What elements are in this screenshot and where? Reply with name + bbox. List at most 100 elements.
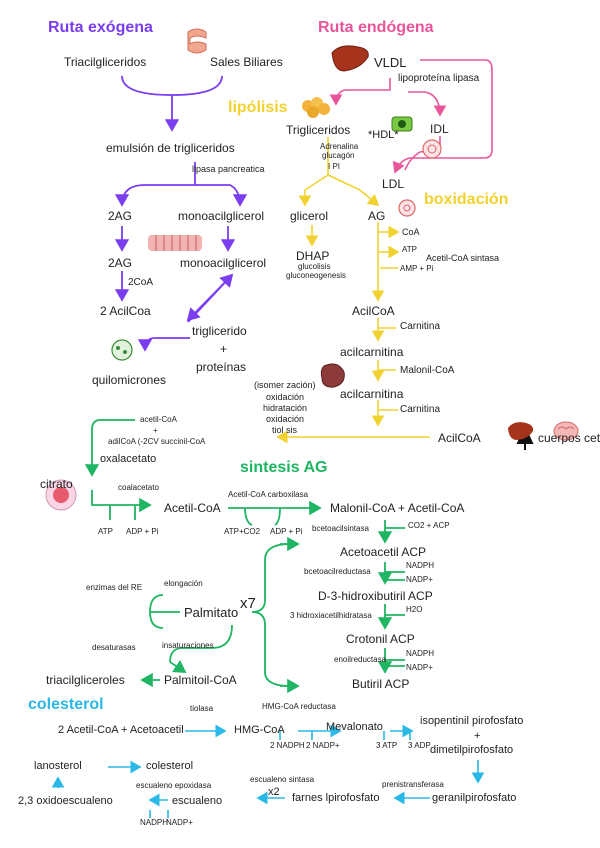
lipoprotein-icon-2 — [396, 198, 418, 223]
amp-pi-label: AMP + Pi — [400, 264, 434, 273]
trigliceridos-label: Trigliceridos — [286, 123, 351, 137]
acetil-coa-sintasa-label: Acetil-CoA sintasa — [426, 253, 500, 263]
header-ruta-endogena: Ruta endógena — [318, 19, 434, 36]
palmitato-label: Palmitato — [184, 605, 239, 620]
fat-cells-icon — [300, 96, 332, 125]
d3-hidroxibutiril-acp-label: D-3-hidroxibutiril ACP — [318, 589, 433, 603]
acilcarnitina-label-2: acilcarnitina — [340, 387, 404, 401]
acetil-coa-input-label: acetil-CoA — [140, 415, 177, 424]
header-ruta-exogena: Ruta exógena — [48, 19, 153, 36]
lipasa-pancreatica-label: lipasa pancreatica — [192, 164, 265, 174]
lanosterol-label: lanosterol — [34, 760, 82, 772]
nadph-label-3: NADPH — [140, 818, 169, 827]
nadp-label-1: NADP+ — [406, 575, 433, 584]
triglicerido-label: triglicerido — [192, 324, 247, 338]
header-colesterol: colesterol — [28, 696, 104, 713]
adrenalina-label: Adrenalina — [320, 142, 359, 151]
adp-pi-label-2: ADP + Pi — [270, 527, 303, 536]
idl-label: IDL — [430, 122, 449, 136]
sales-biliares-label: Sales Biliares — [210, 55, 283, 69]
header-sintesis-ag: sintesis AG — [240, 459, 328, 476]
vldl-label: VLDL — [374, 55, 407, 70]
liver-icon — [330, 43, 372, 80]
malonil-acetil-label: Malonil-CoA + Acetil-CoA — [330, 501, 465, 515]
2ag-label-b: 2AG — [108, 256, 133, 270]
header-boxidacion: boxidación — [424, 191, 509, 208]
isopentenil-pirofosfato-label: isopentinil pirofosfato — [420, 715, 524, 727]
gluconeogenesis-label: gluconeogenesis — [286, 271, 347, 280]
oxidacion-label-2: oxidación — [266, 414, 305, 424]
atp-label-2: ATP — [98, 527, 113, 536]
acetil-coa-carboxilasa-label: Acetil-CoA carboxilasa — [228, 490, 309, 499]
adp-pi-label: ADP + Pi — [126, 527, 159, 536]
mitochondria-cell-icon — [44, 478, 78, 517]
nadph-label-2: NADPH — [406, 649, 435, 658]
hdl-cell-icon — [390, 113, 416, 140]
2-nadp-label: 2 NADP+ — [306, 741, 340, 750]
plus-sign-3: + — [474, 730, 481, 742]
enoilreductasa-label: enoilreductasa — [334, 655, 387, 664]
muscle-icon — [148, 232, 202, 259]
2-acilcoa-label: 2 AcilCoa — [100, 304, 151, 318]
emulsion-label: emulsión de trigliceridos — [106, 141, 235, 155]
acilcoa-final-label: AcilCoA — [438, 431, 481, 445]
oxidoescualeno-label: 2,3 oxidoescualeno — [18, 795, 113, 807]
liver-icon-2 — [506, 420, 536, 447]
brain-icon — [552, 420, 580, 447]
carnitina-label-2: Carnitina — [400, 404, 441, 415]
header-lipolisis: lipólisis — [228, 99, 288, 116]
betacetoacilreductasa-label: bcetoacilreductasa — [304, 567, 371, 576]
farnesilpirofosfato-label: farnes lpirofosfato — [292, 792, 380, 804]
colesterol-label: colesterol — [146, 760, 194, 772]
hmg-coa-reductasa-label: HMG-CoA reductasa — [262, 702, 336, 711]
escualeno-epoxidasa-label: escualeno epoxidasa — [136, 781, 212, 790]
citrato-label: citrato — [40, 477, 73, 491]
2coa-label: 2CoA — [128, 277, 154, 288]
chylomicron-icon — [108, 338, 136, 367]
ag-label: AG — [368, 209, 386, 223]
x2-label: x2 — [268, 786, 280, 798]
co2-acp-label: CO2 + ACP — [408, 521, 450, 530]
ldl-label: LDL — [382, 177, 405, 191]
elongacion-label: elongación — [164, 579, 203, 588]
triacilgliceroles-label: triacilgliceroles — [46, 673, 125, 687]
acilcoa-succinil-label: adilCoA (-2CV succinil-CoA — [108, 437, 206, 446]
acetil-coa-label: Acetil-CoA — [164, 501, 221, 515]
quilomicrones-label: quilomicrones — [92, 373, 167, 387]
dhap-label: DHAP — [296, 249, 330, 263]
monoacilglicerol-label-b: monoacilglicerol — [180, 256, 267, 270]
hmg-coa-label: HMG-CoA — [234, 724, 285, 736]
betacetoacilsintasa-label: bcetoacilsintasa — [312, 524, 369, 533]
carnitina-label-1: Carnitina — [400, 321, 441, 332]
3-adp-label: 3 ADP — [408, 741, 431, 750]
oxalacetato-label: oxalacetato — [100, 453, 157, 465]
h2o-label: H2O — [406, 605, 423, 614]
desaturasas-label: desaturasas — [92, 643, 136, 652]
malonil-coa-inhibitor-label: Malonil-CoA — [400, 365, 455, 376]
hdl-label: *HDL* — [368, 129, 399, 141]
kidney-icon — [318, 362, 348, 395]
butiril-acp-label: Butiril ACP — [352, 677, 410, 691]
coa-label: CoA — [402, 227, 420, 237]
plus-sign: + — [220, 342, 228, 356]
isomerizacion-label: (isomer zación) — [254, 380, 316, 390]
3-atp-label: 3 ATP — [376, 741, 398, 750]
enzimas-re-label: enzimas del RE — [86, 583, 143, 592]
preniltransferasa-label: prenistransferasa — [382, 780, 444, 789]
2ag-label-a: 2AG — [108, 209, 133, 223]
insaturaciones-label: insaturaciones — [162, 641, 214, 650]
crotonil-acp-label: Crotonil ACP — [346, 632, 415, 646]
palmitoil-coa-label: Palmitoil-CoA — [164, 673, 237, 687]
lipoproteina-lipasa-label: lipoproteína lipasa — [398, 73, 480, 84]
geranilpirofosfato-label: geranilpirofosfato — [432, 792, 517, 804]
acilcoa-label: AcilCoA — [352, 304, 395, 318]
tiolisis-label: tiol sis — [272, 425, 298, 435]
nadp-label-3: NADP+ — [166, 818, 193, 827]
2-nadph-label: 2 NADPH — [270, 741, 305, 750]
glucagon-label: glucagón — [322, 151, 355, 160]
dimetilpirofosfato-label: dimetilpirofosfato — [430, 744, 514, 756]
triacilgliceridos-label: Triacilgliceridos — [64, 55, 147, 69]
x7-label: x7 — [240, 595, 256, 612]
